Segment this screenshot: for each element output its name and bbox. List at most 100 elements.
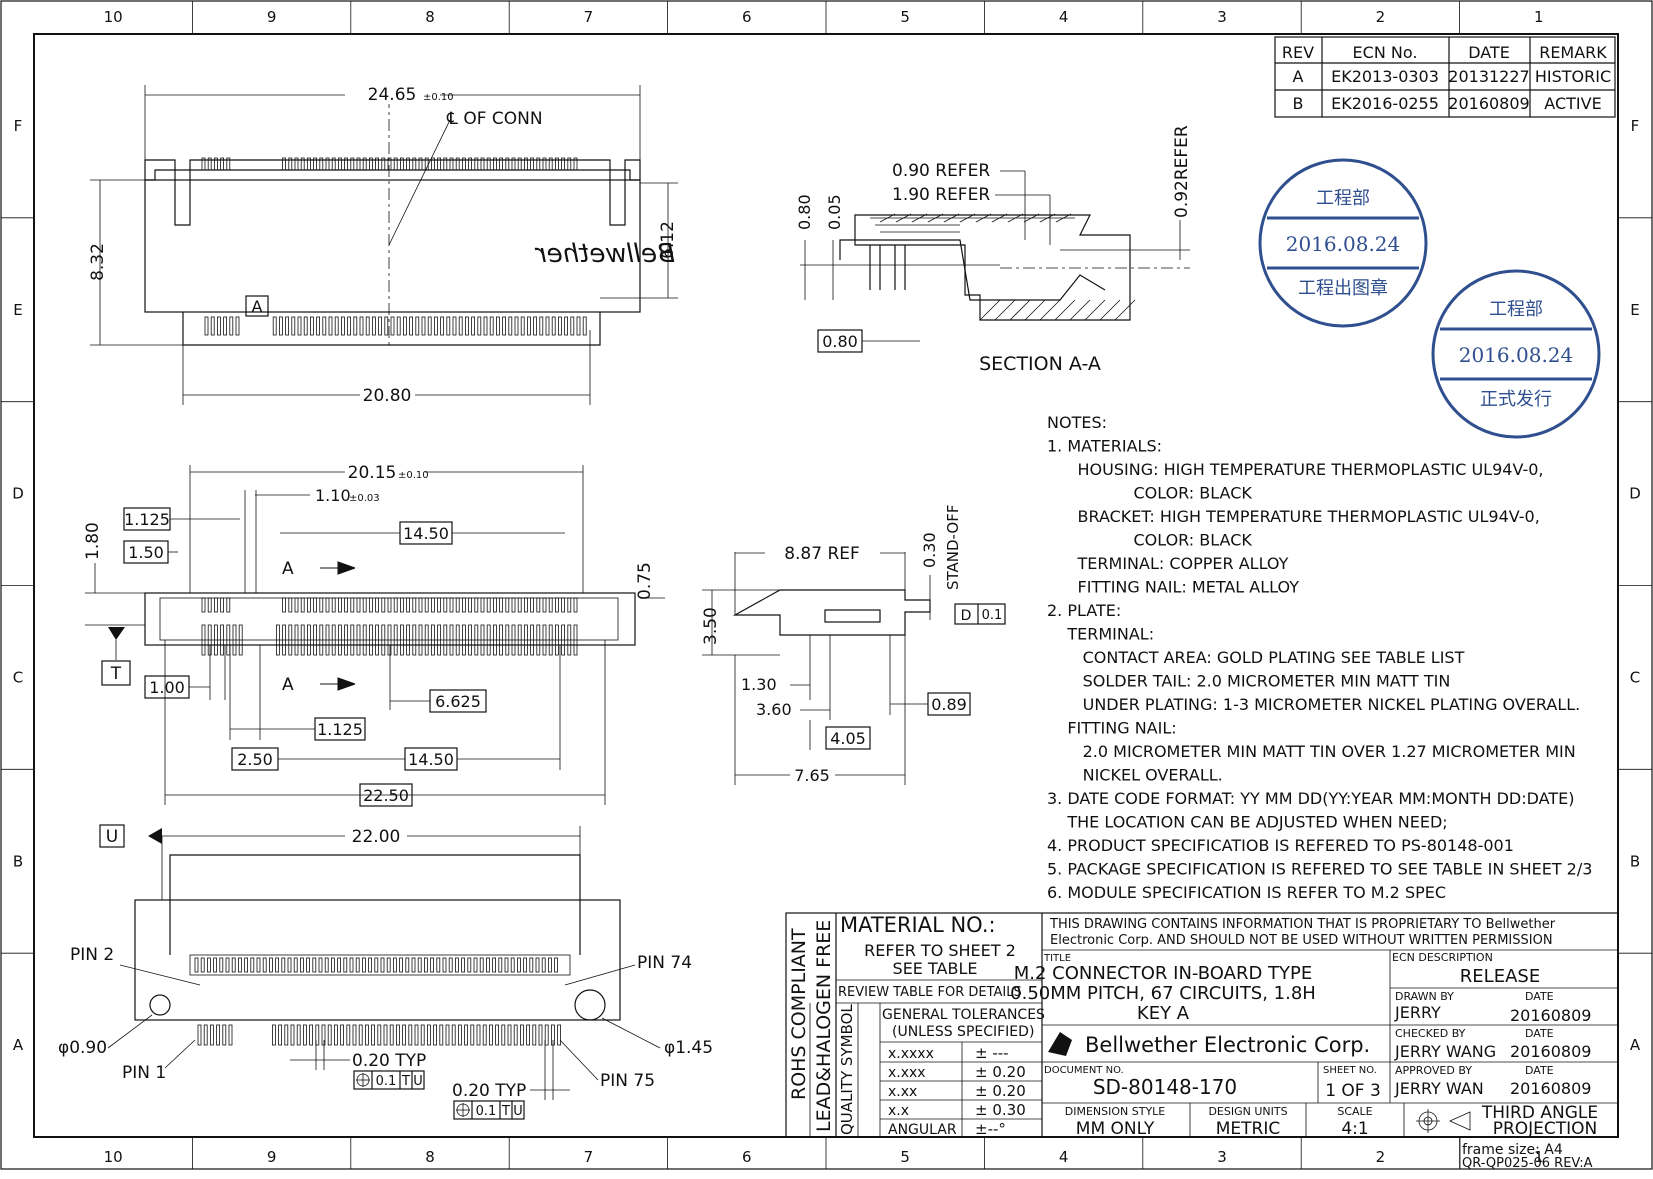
company-name: Bellwether Electronic Corp.	[1085, 1033, 1370, 1057]
front-pin	[437, 624, 442, 656]
bottom-pin	[228, 1024, 233, 1046]
column-label: 7	[584, 8, 594, 26]
top-pin	[480, 157, 485, 171]
bottom-pin	[321, 1024, 326, 1046]
bottom-pin	[203, 1024, 208, 1046]
column-label: 1	[1534, 1148, 1544, 1166]
drawn-date: 20160809	[1510, 1006, 1591, 1025]
front-pin	[275, 624, 280, 656]
front-pin	[331, 597, 336, 613]
unless-specified: (UNLESS SPECIFIED)	[892, 1024, 1034, 1040]
front-pin	[337, 597, 342, 613]
approved-date: 20160809	[1510, 1079, 1591, 1098]
tolerance-value: ± 0.20	[975, 1082, 1026, 1100]
front-pin	[474, 597, 479, 613]
bottom-pin	[451, 1024, 456, 1046]
hatch-line	[1055, 213, 1072, 223]
side-ref: 8.87 REF	[784, 544, 860, 564]
revision-table: REV ECN No. DATE REMARK A EK2013-0303 20…	[1274, 36, 1616, 118]
bottom-pin	[200, 957, 205, 973]
hatch-line	[1024, 299, 1046, 321]
note-line: FITTING NAIL:	[1047, 719, 1177, 738]
side-standoff: 0.30	[920, 532, 939, 568]
bottom-pin	[495, 1024, 500, 1046]
top-pin	[362, 157, 367, 171]
general-tolerances: GENERAL TOLERANCES	[882, 1007, 1045, 1023]
bottom-pin	[541, 957, 546, 973]
hole-2-label: φ1.45	[664, 1038, 713, 1058]
column-label: 3	[1217, 8, 1227, 26]
bottom-pin	[380, 957, 385, 973]
top-pin	[492, 157, 497, 171]
front-pin	[399, 624, 404, 656]
top-pin	[325, 157, 330, 171]
bottom-pin	[482, 1024, 487, 1046]
front-pin	[542, 624, 547, 656]
fcf-1: 0.1 T U	[353, 1070, 425, 1090]
hatch-line	[1007, 213, 1024, 223]
top-pin	[344, 157, 349, 171]
front-pin	[480, 624, 485, 656]
top-pin	[309, 316, 314, 336]
top-pin	[474, 157, 479, 171]
title-line-3: KEY A	[1137, 1003, 1190, 1024]
bottom-pin	[374, 957, 379, 973]
bottom-pin	[197, 1024, 202, 1046]
front-b3: 14.50	[403, 524, 449, 543]
front-pin	[381, 597, 386, 613]
typ-1: 0.20 TYP	[352, 1051, 426, 1071]
bottom-pin	[293, 957, 298, 973]
bottom-pin	[268, 957, 273, 973]
fcf-datum-u: U	[513, 1104, 523, 1119]
bottom-pin	[337, 957, 342, 973]
flatness-symbol: D	[961, 608, 972, 624]
form-no: QR-QP025-06 REV:A	[1462, 1156, 1593, 1171]
side-h: 3.50	[701, 607, 721, 645]
bottom-pin	[392, 957, 397, 973]
top-pin	[356, 157, 361, 171]
bottom-pin	[237, 957, 242, 973]
hatch-line	[1009, 299, 1031, 321]
bottom-pin	[423, 957, 428, 973]
hatch-line	[1114, 299, 1136, 321]
top-pin	[449, 157, 454, 171]
top-pin	[461, 157, 466, 171]
front-pin	[542, 597, 547, 613]
front-pin	[486, 624, 491, 656]
bottom-pin	[485, 957, 490, 973]
column-label: 6	[742, 8, 752, 26]
column-label: 4	[1059, 8, 1069, 26]
refer-3: 0.92REFER	[1172, 125, 1192, 218]
front-pin	[505, 624, 510, 656]
dim-bottom: 20.80	[363, 386, 412, 406]
top-pin	[393, 157, 398, 171]
top-pin	[291, 316, 296, 336]
bottom-pin	[302, 1024, 307, 1046]
tolerance-format: x.x	[888, 1103, 909, 1119]
top-pin	[437, 157, 442, 171]
top-pin	[527, 316, 531, 336]
front-view: 20.15 ±0.10 1.10 ±0.03 1.125 1.50 14.50 …	[83, 462, 665, 807]
bottom-pin	[343, 957, 348, 973]
front-pin	[412, 597, 417, 613]
top-pin	[433, 316, 438, 336]
rev-cell: HISTORIC	[1535, 67, 1611, 86]
bottom-pin	[448, 957, 453, 973]
column-label: 8	[425, 1148, 435, 1166]
top-pin	[390, 316, 395, 336]
row-label: D	[12, 485, 24, 503]
front-pin	[449, 597, 454, 613]
front-pin	[393, 624, 398, 656]
sec-v1: 0.80	[795, 194, 814, 230]
dim-width: 24.65	[368, 85, 417, 105]
top-pin	[499, 157, 504, 171]
front-pin	[449, 624, 454, 656]
front-pin	[555, 624, 559, 656]
bottom-pin	[464, 1024, 469, 1046]
bottom-pin	[520, 1024, 524, 1046]
note-line: HOUSING: HIGH TEMPERATURE THERMOPLASTIC …	[1047, 460, 1544, 479]
front-pin	[437, 597, 442, 613]
top-pin	[545, 316, 550, 336]
